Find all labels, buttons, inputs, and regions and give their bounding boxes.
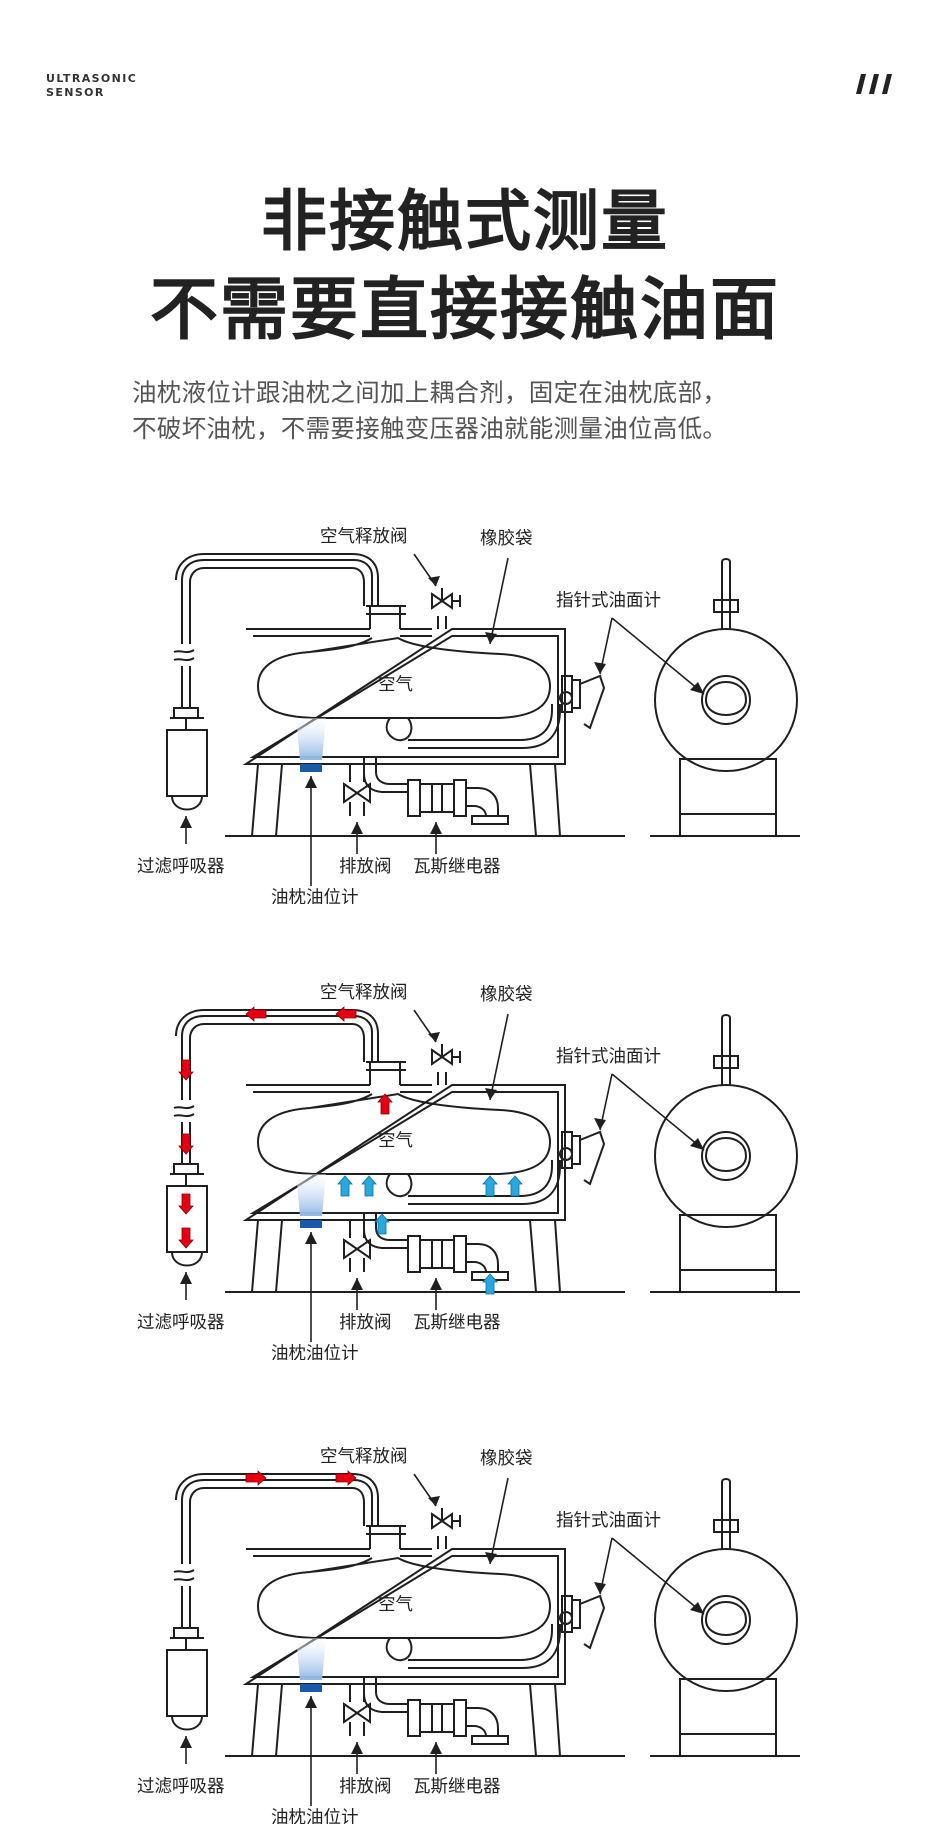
label-level-gauge: 油枕油位计 <box>271 1344 359 1360</box>
description-line-2: 不破坏油枕，不需要接触变压器油就能测量油位高低。 <box>132 414 728 443</box>
label-breather: 过滤呼吸器 <box>137 1313 225 1333</box>
red-arrow-right-icon <box>335 1470 357 1486</box>
slashes-icon <box>856 74 892 94</box>
breather <box>166 1637 208 1731</box>
label-pointer-oil-gauge: 指针式油面计 <box>556 1047 661 1067</box>
gauge-pipe <box>408 1594 606 1669</box>
blue-arrow-up-icon <box>482 1273 498 1295</box>
label-air: 空气 <box>378 675 413 695</box>
label-drain-valve: 排放阀 <box>339 1777 392 1797</box>
gauge-pipe <box>408 674 606 749</box>
ultrasonic-sensor <box>300 1684 322 1692</box>
conservator-tank <box>242 1084 566 1293</box>
blue-arrow-up-icon <box>507 1175 523 1197</box>
drain-valve <box>343 1684 371 1736</box>
red-arrow-right-icon <box>245 1470 267 1486</box>
blue-arrow-up-icon <box>482 1175 498 1197</box>
diagram-oil-contraction: 空气释放阀 橡胶袋 指针式油面计 空气 过滤呼吸器 排放阀 瓦斯继电器 油枕油位… <box>137 1447 800 1824</box>
ultrasonic-beam <box>296 1638 326 1680</box>
label-air: 空气 <box>378 1131 413 1151</box>
label-air-release-valve: 空气释放阀 <box>320 983 408 1003</box>
breather-pipe <box>173 553 406 719</box>
transformer-side-view <box>654 558 798 837</box>
breather <box>166 717 208 811</box>
label-pointer-oil-gauge: 指针式油面计 <box>556 1511 661 1531</box>
blue-arrow-up-icon <box>337 1175 353 1197</box>
transformer-side-view <box>654 1014 798 1293</box>
gauge-pipe <box>408 1130 606 1205</box>
red-arrow-down-icon <box>178 1227 194 1249</box>
drain-valve <box>343 764 371 816</box>
label-rubber-bag: 橡胶袋 <box>480 985 533 1005</box>
blue-arrow-up-icon <box>361 1175 377 1197</box>
conservator-tank <box>242 1548 566 1757</box>
label-gas-relay: 瓦斯继电器 <box>413 1313 501 1333</box>
diagram-oil-expansion: 空气释放阀 橡胶袋 指针式油面计 空气 过滤呼吸器 排放阀 瓦斯继电器 油枕油位… <box>137 983 800 1360</box>
gas-relay-pipe <box>363 1676 509 1745</box>
red-arrow-left-icon <box>245 1006 267 1022</box>
label-pointer-oil-gauge: 指针式油面计 <box>556 591 661 611</box>
label-gas-relay: 瓦斯继电器 <box>413 857 501 877</box>
label-rubber-bag: 橡胶袋 <box>480 529 533 549</box>
drain-valve <box>343 1220 371 1272</box>
ultrasonic-sensor <box>300 764 322 772</box>
ultrasonic-beam <box>296 1174 326 1216</box>
diagram-static: 空气释放阀 橡胶袋 指针式油面计 空气 过滤呼吸器 排放阀 瓦斯继电器 油枕油位… <box>137 527 800 904</box>
red-arrow-up-icon <box>377 1093 393 1115</box>
air-release-valve <box>431 1508 461 1549</box>
gas-relay-pipe <box>363 756 509 825</box>
conservator-tank <box>242 628 566 837</box>
label-rubber-bag: 橡胶袋 <box>480 1449 533 1469</box>
brand-line-1: ULTRASONIC <box>46 72 138 85</box>
red-arrow-left-icon <box>335 1006 357 1022</box>
air-release-valve <box>431 1044 461 1085</box>
air-release-valve <box>431 588 461 629</box>
gas-relay-pipe <box>363 1212 509 1281</box>
label-gas-relay: 瓦斯继电器 <box>413 1777 501 1797</box>
title-line-1: 非接触式测量 <box>261 183 669 260</box>
label-level-gauge: 油枕油位计 <box>271 1808 359 1824</box>
title-line-2: 不需要直接接触油面 <box>149 271 780 350</box>
label-drain-valve: 排放阀 <box>339 1313 392 1333</box>
breather <box>166 1173 208 1267</box>
ultrasonic-beam <box>296 718 326 760</box>
ultrasonic-sensor <box>300 1220 322 1228</box>
label-breather: 过滤呼吸器 <box>137 857 225 877</box>
label-level-gauge: 油枕油位计 <box>271 888 359 904</box>
label-air-release-valve: 空气释放阀 <box>320 1447 408 1467</box>
red-arrow-down-icon <box>178 1133 194 1155</box>
brand-line-2: SENSOR <box>46 86 105 99</box>
brand-logo: ULTRASONIC SENSOR <box>46 72 137 100</box>
blue-arrow-up-icon <box>374 1213 390 1235</box>
red-arrow-down-icon <box>178 1193 194 1215</box>
rubber-bag <box>256 636 552 719</box>
red-arrow-down-icon <box>178 1059 194 1081</box>
label-breather: 过滤呼吸器 <box>137 1777 225 1797</box>
description-line-1: 油枕液位计跟油枕之间加上耦合剂，固定在油枕底部， <box>132 378 728 407</box>
label-drain-valve: 排放阀 <box>339 857 392 877</box>
label-air-release-valve: 空气释放阀 <box>320 527 408 547</box>
label-air: 空气 <box>378 1595 413 1615</box>
rubber-bag <box>256 1092 552 1175</box>
transformer-side-view <box>654 1478 798 1757</box>
